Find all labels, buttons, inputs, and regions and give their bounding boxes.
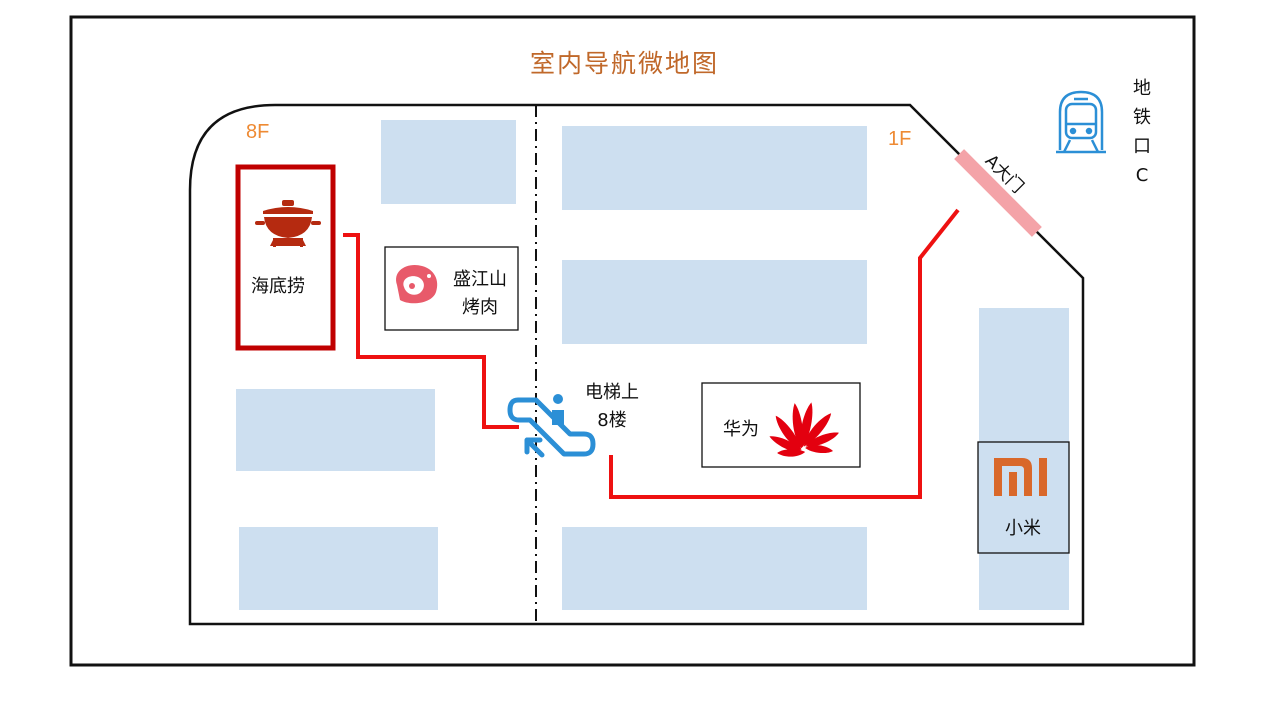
map-title: 室内导航微地图 xyxy=(530,49,720,78)
metro-icon xyxy=(1056,90,1106,154)
escalator-icon xyxy=(507,394,596,458)
xiaomi-label: 小米 xyxy=(1005,518,1041,539)
route-segment-1f xyxy=(609,208,960,499)
escalator-label-line1: 电梯上 xyxy=(585,382,639,403)
metro-exit-label: 地 铁 口 C xyxy=(1130,74,1154,190)
building-outline xyxy=(188,103,1085,626)
xiaomi-logo xyxy=(994,458,1047,496)
haidilao-store-frame[interactable] xyxy=(235,164,336,351)
metro-exit-char: 口 xyxy=(1133,136,1151,157)
store-block[interactable] xyxy=(562,260,867,344)
shengjiangshan-label-line2: 烤肉 xyxy=(462,297,498,318)
escalator-label: 电梯上 8楼 xyxy=(576,379,648,435)
escalator-label-line2: 8楼 xyxy=(597,410,627,431)
store-block[interactable] xyxy=(236,389,435,471)
metro-exit-char: 铁 xyxy=(1133,107,1151,128)
huawei-label: 华为 xyxy=(723,419,759,440)
route-segment-8f xyxy=(343,233,519,429)
store-block[interactable] xyxy=(562,126,867,210)
store-block[interactable] xyxy=(562,527,867,610)
shengjiangshan-label: 盛江山 烤肉 xyxy=(444,266,516,322)
metro-exit-char: 地 xyxy=(1133,78,1151,99)
store-blocks xyxy=(236,120,1069,610)
store-block[interactable] xyxy=(381,120,516,204)
hotpot-icon xyxy=(255,200,321,247)
haidilao-label: 海底捞 xyxy=(251,276,305,297)
shengjiangshan-label-line1: 盛江山 xyxy=(453,269,507,290)
navigation-route xyxy=(343,208,960,499)
huawei-logo xyxy=(769,402,839,457)
floor-label-8f: 8F xyxy=(246,121,270,143)
gate-a[interactable] xyxy=(954,149,1042,237)
metro-exit-char: C xyxy=(1135,165,1149,186)
meat-icon xyxy=(396,264,438,304)
floor-label-1f: 1F xyxy=(888,128,912,150)
store-block[interactable] xyxy=(239,527,438,610)
